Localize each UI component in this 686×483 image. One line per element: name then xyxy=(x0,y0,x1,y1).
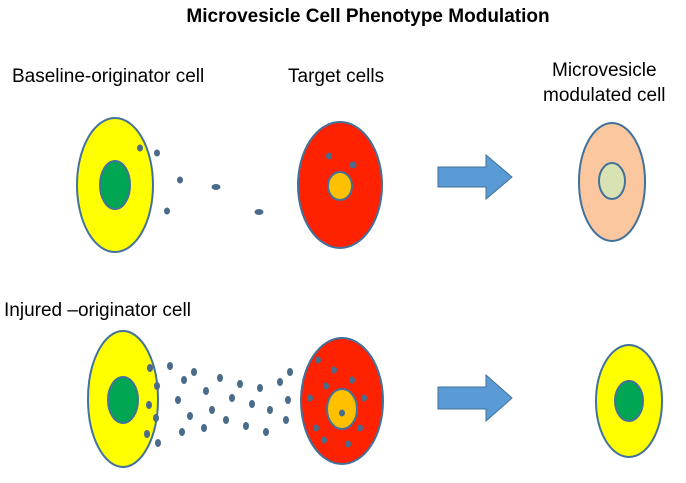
label-modulated-line1: Microvesicle xyxy=(552,60,657,81)
vesicle xyxy=(307,394,313,402)
vesicle xyxy=(249,400,255,408)
vesicle xyxy=(287,368,293,376)
target-cell-nucleus xyxy=(326,388,358,430)
baseline-vesicles xyxy=(137,144,264,215)
vesicle xyxy=(257,384,263,392)
label-baseline-originator-cell: Baseline-originator cell xyxy=(12,66,205,87)
label-microvesicle-modulated-cell: Microvesicle modulated cell xyxy=(543,58,666,108)
target-cell-top xyxy=(297,121,383,249)
label-modulated-line2: modulated cell xyxy=(543,85,666,106)
vesicle xyxy=(154,382,160,390)
vesicle xyxy=(147,364,153,372)
vesicle xyxy=(177,176,183,184)
vesicle xyxy=(144,430,150,438)
vesicle xyxy=(357,424,363,432)
vesicle xyxy=(254,209,264,215)
vesicle xyxy=(181,376,187,384)
vesicle xyxy=(201,424,207,432)
vesicle xyxy=(223,416,229,424)
vesicle xyxy=(345,440,351,448)
vesicle xyxy=(154,149,160,157)
vesicle xyxy=(237,380,243,388)
vesicle xyxy=(243,422,249,430)
vesicle xyxy=(229,394,235,402)
vesicle xyxy=(285,396,291,404)
vesicle xyxy=(155,439,161,447)
injured-originator-cell xyxy=(87,330,159,468)
vesicle xyxy=(339,409,345,417)
vesicle xyxy=(361,394,367,402)
arrow-bottom xyxy=(437,373,513,423)
diagram-title: Microvesicle Cell Phenotype Modulation xyxy=(186,6,550,27)
vesicle xyxy=(263,428,269,436)
vesicle xyxy=(323,382,329,390)
vesicle xyxy=(331,366,337,374)
vesicle xyxy=(315,356,321,364)
baseline-originator-cell xyxy=(76,117,154,253)
arrow-top xyxy=(437,153,513,201)
vesicle xyxy=(175,396,181,404)
injured-cell-nucleus xyxy=(107,376,139,424)
modulated-cell-top xyxy=(578,122,646,242)
vesicle xyxy=(217,374,223,382)
baseline-cell-nucleus xyxy=(99,160,131,210)
vesicle xyxy=(283,416,289,424)
modulated-cell-nucleus xyxy=(614,380,644,422)
vesicle xyxy=(187,412,193,420)
vesicle xyxy=(349,161,357,169)
injured-vesicles xyxy=(144,362,293,447)
vesicle xyxy=(209,406,215,414)
vesicle xyxy=(349,376,355,384)
vesicle xyxy=(153,414,159,422)
label-injured-originator-cell: Injured –originator cell xyxy=(4,300,191,321)
modulated-cell-bottom xyxy=(595,344,663,458)
target-cell-bottom xyxy=(300,337,384,465)
vesicle xyxy=(267,406,273,414)
vesicle xyxy=(137,144,143,152)
vesicle xyxy=(191,368,197,376)
vesicle xyxy=(179,428,185,436)
vesicle xyxy=(321,436,327,444)
vesicle xyxy=(164,207,170,215)
modulated-cell-nucleus xyxy=(598,162,626,200)
vesicle xyxy=(203,387,209,395)
vesicle xyxy=(326,152,332,160)
vesicle xyxy=(211,184,221,190)
target-cell-nucleus xyxy=(327,171,353,201)
vesicle xyxy=(277,378,283,386)
vesicle xyxy=(313,424,319,432)
vesicle xyxy=(146,401,152,409)
label-target-cells: Target cells xyxy=(288,66,385,87)
vesicle xyxy=(167,362,173,370)
